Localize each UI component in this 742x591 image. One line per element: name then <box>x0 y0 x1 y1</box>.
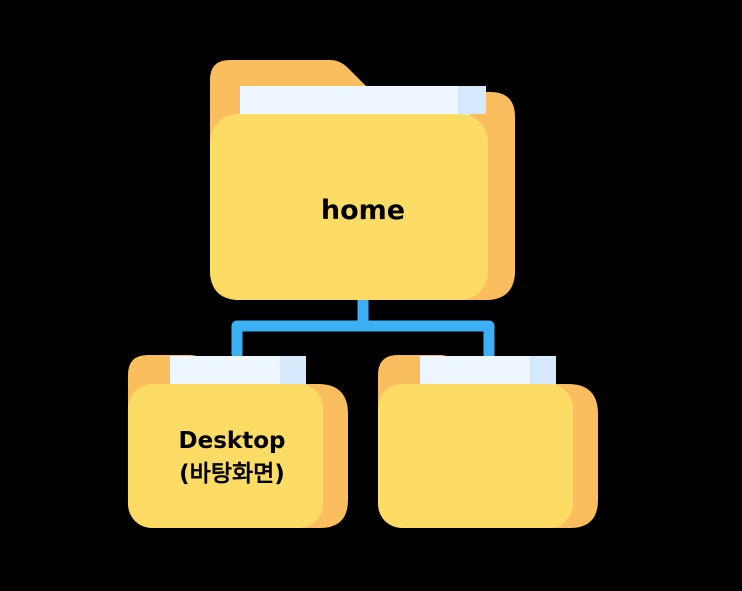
tree-connector <box>231 294 495 360</box>
folder-label-desktop-korean: (바탕화면) <box>179 461 285 487</box>
folder-desktop[interactable]: Desktop (바탕화면) <box>128 355 348 528</box>
folder-home[interactable]: home <box>210 60 515 300</box>
folder-label-desktop: Desktop <box>179 428 286 454</box>
folder-front-panel <box>210 114 488 300</box>
folder-front-panel <box>378 384 573 528</box>
folder-label-home: home <box>321 195 405 226</box>
folder-front-panel <box>128 384 323 528</box>
folder-unlabeled[interactable] <box>378 355 598 528</box>
